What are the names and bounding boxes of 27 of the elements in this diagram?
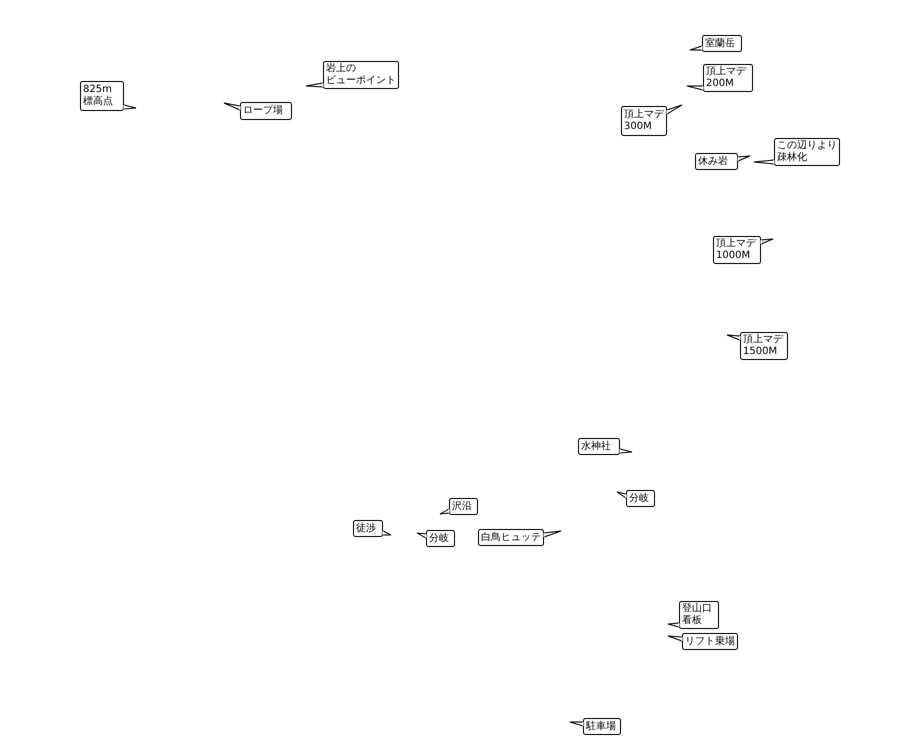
callout-text: 岩上の xyxy=(326,63,356,75)
callout-text: 疎林化 xyxy=(777,152,807,164)
callout-text: 徒渉 xyxy=(356,522,376,534)
callout-text: 沢沿 xyxy=(452,500,472,512)
callout-text: 駐車場 xyxy=(586,720,616,732)
callout-text: 分岐 xyxy=(629,492,649,504)
callout-text: ロープ場 xyxy=(243,105,283,117)
callout-text: 825m xyxy=(83,84,112,96)
callout-text: リフト乗場 xyxy=(685,636,735,648)
callout-text: 看板 xyxy=(682,615,702,627)
callout-text: 休み岩 xyxy=(698,156,728,168)
callout-text: 白鳥ヒュッテ xyxy=(481,532,541,544)
callout-text: 頂上マデ xyxy=(716,238,756,250)
callout-text: 300M xyxy=(624,121,652,133)
callout-text: 200M xyxy=(706,78,734,90)
callout-text: 登山口 xyxy=(682,603,712,614)
callout-text: 標高点 xyxy=(83,96,113,108)
callout-text: ビューポイント xyxy=(326,75,396,87)
callout-text: 1000M xyxy=(716,250,750,262)
callout-text: 頂上マデ xyxy=(624,109,664,121)
callout-text: 分岐 xyxy=(429,532,449,544)
callout-text: この辺りより xyxy=(777,140,837,152)
callout-text: 室蘭岳 xyxy=(705,38,735,50)
callout-text: 頂上マデ xyxy=(743,334,783,346)
callout-text: 頂上マデ xyxy=(706,66,746,78)
callout-text: 水神社 xyxy=(581,440,611,452)
callout-text: 1500M xyxy=(743,346,778,358)
